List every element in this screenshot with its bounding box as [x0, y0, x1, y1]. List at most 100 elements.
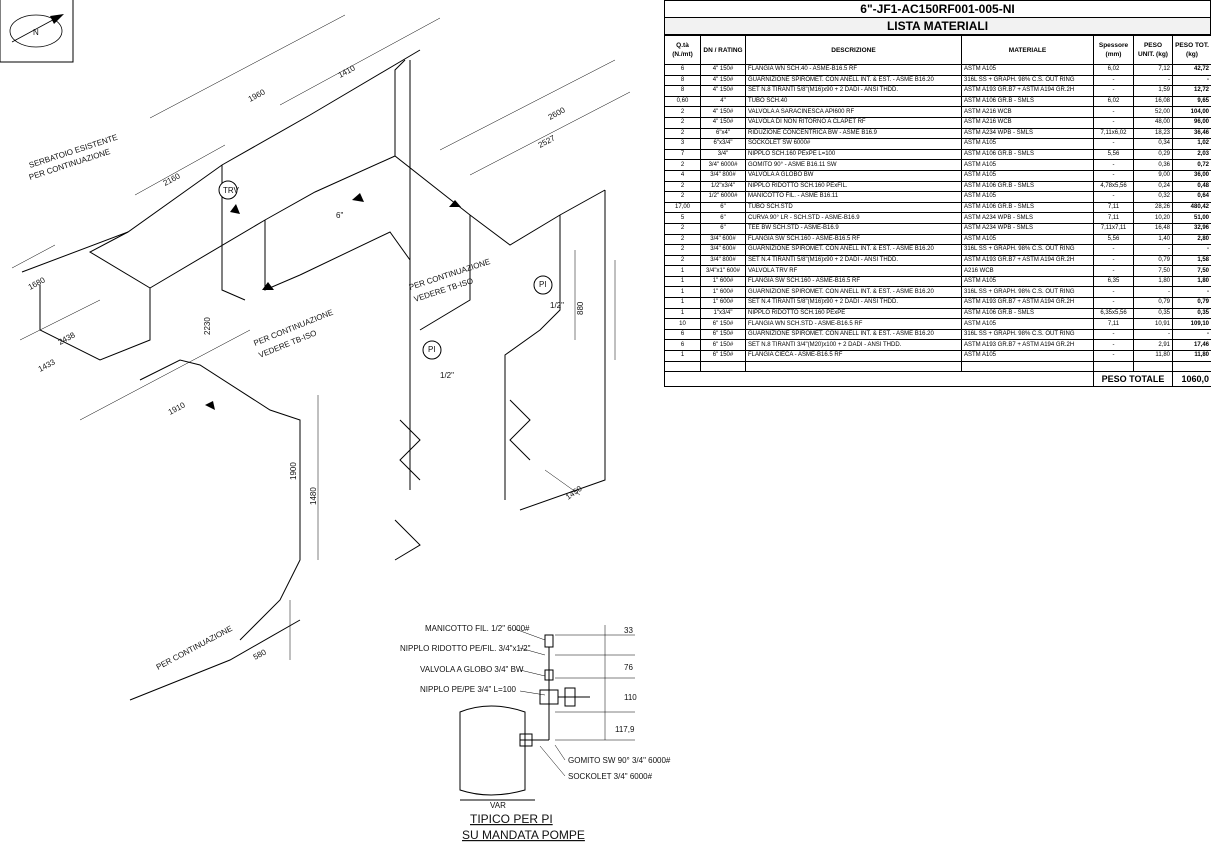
table-cell: 2,80 — [1172, 233, 1211, 246]
detail-label-manicotto: MANICOTTO FIL. 1/2" 6000# — [425, 624, 530, 633]
detail-label-var: VAR — [490, 801, 506, 810]
table-cell: 7 — [664, 148, 701, 161]
table-cell: GUARNIZIONE SPIROMET. CON ANELL INT. & E… — [745, 286, 962, 299]
table-cell: 6 — [664, 328, 701, 341]
table-cell: SET N.8 TIRANTI 5/8"(M16)x90 + 2 DADI - … — [745, 85, 962, 97]
table-cell: 42,72 — [1172, 64, 1211, 76]
table-cell: ASTM A216 WCB — [961, 116, 1094, 129]
dim-580: 580 — [252, 647, 268, 661]
table-cell: ASTM A216 WCB — [961, 106, 1094, 118]
table-cell: 96,00 — [1172, 116, 1211, 129]
table-cell: 10,91 — [1133, 318, 1173, 330]
dim-1910: 1910 — [167, 400, 187, 417]
bom-col-header: DN / RATING — [700, 35, 746, 65]
dim-1410: 1410 — [337, 63, 357, 80]
total-label: PESO TOTALE — [1093, 371, 1173, 388]
table-cell: 316L SS + GRAPH. 98% C.S. OUT RING — [961, 74, 1094, 87]
table-cell: 0,35 — [1133, 307, 1173, 320]
table-cell: 3 — [664, 138, 701, 150]
table-cell: 7,12 — [1133, 64, 1173, 76]
table-cell: A216 WCB — [961, 265, 1094, 277]
table-cell: 6" 150# — [700, 339, 746, 352]
detail-title-1: TIPICO PER PI — [470, 812, 553, 826]
table-cell: TUBO SCH.STD — [745, 201, 962, 214]
table-cell: ASTM A234 WPB - SMLS — [961, 127, 1094, 140]
north-label: N — [33, 28, 39, 37]
table-cell: 6"x3/4" — [700, 138, 746, 150]
flow-arrow-icon-2 — [230, 204, 240, 214]
table-cell: ASTM A105 — [961, 191, 1094, 203]
table-cell: 52,00 — [1133, 106, 1173, 118]
table-cell: 316L SS + GRAPH. 98% C.S. OUT RING — [961, 328, 1094, 341]
table-cell: - — [1093, 244, 1134, 256]
table-cell: - — [1093, 254, 1134, 267]
table-cell: ASTM A193 GR.B7 + ASTM A194 GR.2H — [961, 339, 1094, 352]
table-cell: 4" 150# — [700, 85, 746, 97]
table-cell: SET N.8 TIRANTI 3/4"(M20)x100 + 2 DADI -… — [745, 339, 962, 352]
note-half-inch-2: 1/2" — [550, 301, 564, 310]
detail-dim-76: 76 — [624, 663, 633, 672]
table-cell: 4" 150# — [700, 116, 746, 129]
table-cell: ASTM A234 WPB - SMLS — [961, 222, 1094, 235]
table-cell: 6" 150# — [700, 350, 746, 362]
table-cell: RIDUZIONE CONCENTRICA BW - ASME B16.9 — [745, 127, 962, 140]
table-cell: 4,78x5,56 — [1093, 180, 1134, 193]
dim-1433: 1433 — [37, 357, 57, 374]
table-cell: 1 — [664, 286, 701, 299]
table-cell: CURVA 90° LR - SCH.STD - ASME-B16.9 — [745, 212, 962, 224]
table-cell: 0,34 — [1133, 138, 1173, 150]
table-cell: 4" 150# — [700, 64, 746, 76]
table-cell: 11,80 — [1133, 350, 1173, 362]
table-cell: 4" 150# — [700, 74, 746, 87]
trv-label: TRV — [223, 186, 240, 195]
table-cell: GUARNIZIONE SPIROMET. CON ANELL INT. & E… — [745, 328, 962, 341]
table-cell: ASTM A193 GR.B7 + ASTM A194 GR.2H — [961, 254, 1094, 267]
table-cell: NIPPLO SCH.160 PExPE L=100 — [745, 148, 962, 161]
dim-1680: 1680 — [27, 275, 47, 292]
table-cell: SET N.4 TIRANTI 5/8"(M16)x90 + 2 DADI - … — [745, 297, 962, 309]
table-cell: 1" 600# — [700, 286, 746, 299]
note-half-inch: 1/2" — [440, 371, 454, 380]
table-cell: - — [1133, 74, 1173, 87]
table-cell: 7,50 — [1172, 265, 1211, 277]
table-cell: 17,46 — [1172, 339, 1211, 352]
table-row — [664, 360, 1211, 373]
dim-1900: 1900 — [289, 462, 298, 480]
table-cell: 0,24 — [1133, 180, 1173, 193]
table-cell: - — [1093, 169, 1134, 182]
bom-col-header: Q.tà (N./mt) — [664, 35, 701, 65]
table-cell — [664, 360, 701, 373]
check-valve-icon — [509, 399, 531, 461]
table-cell: 4" — [700, 95, 746, 108]
table-cell: 12,72 — [1172, 85, 1211, 97]
table-cell: 2,91 — [1133, 339, 1173, 352]
table-cell: 9,00 — [1133, 169, 1173, 182]
table-cell: - — [1093, 350, 1134, 362]
table-cell — [1133, 360, 1173, 373]
table-cell: ASTM A234 WPB - SMLS — [961, 212, 1094, 224]
table-cell: 0,32 — [1133, 191, 1173, 203]
table-cell: 6" — [700, 222, 746, 235]
table-cell: 2 — [664, 127, 701, 140]
table-cell: FLANGIA CIECA - ASME-B16.5 RF — [745, 350, 962, 362]
table-cell: 7,11 — [1093, 318, 1134, 330]
table-cell: 1 — [664, 275, 701, 288]
table-cell: 9,65 — [1172, 95, 1211, 108]
table-cell: 16,48 — [1133, 222, 1173, 235]
table-cell: 5,56 — [1093, 233, 1134, 246]
table-cell: 0,64 — [1172, 191, 1211, 203]
table-cell: ASTM A105 — [961, 318, 1094, 330]
table-cell: 6 — [664, 339, 701, 352]
note-six-inch: 6" — [336, 211, 343, 220]
table-cell: 48,00 — [1133, 116, 1173, 129]
detail-dim-1179: 117,9 — [615, 725, 635, 734]
table-cell: 6,35x5,56 — [1093, 307, 1134, 320]
